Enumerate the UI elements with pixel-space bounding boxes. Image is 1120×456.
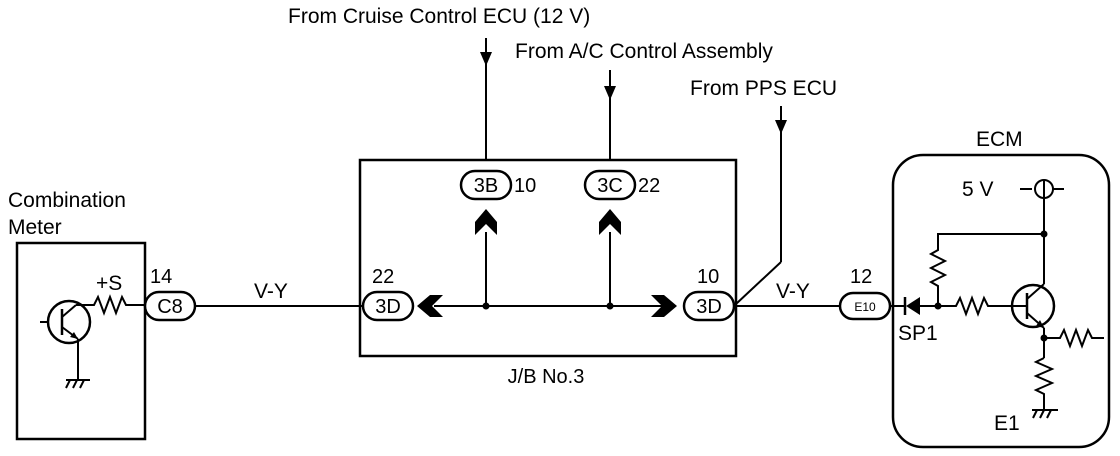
c3c-pin-number: 22 [638,175,660,197]
c3b-connector [459,169,513,201]
wire-color-left: V-Y [254,280,288,303]
from-ac-label: From A/C Control Assembly [515,40,773,63]
e10-connector-id: E10 [854,300,876,314]
c3d-left-pin-number: 22 [372,266,394,288]
ac-input-arrow [604,70,616,160]
cruise-input-arrow [480,38,492,160]
output-resistor-icon [1044,327,1104,349]
five-volt-label: 5 V [962,178,994,201]
combination-meter-title-line2: Meter [8,216,62,239]
from-cruise-label: From Cruise Control ECU (12 V) [288,5,590,28]
e1-label: E1 [994,412,1020,435]
meter-resistor-icon [86,294,145,316]
c3c-connector-id: 3C [597,175,623,197]
splice-dot [482,302,490,310]
sp1-label: SP1 [898,322,938,345]
combination-meter-box [15,241,147,441]
pps-input-arrow [735,106,787,305]
base-resistor-icon [938,295,1012,317]
c3d-right-terminal-icon [651,295,677,317]
ecm-box [891,153,1111,449]
c3d-right-connector-id: 3D [696,296,722,318]
c3b-pin-number: 10 [514,175,536,197]
pullup-resistor-icon [928,233,1044,306]
c3b-connector-id: 3B [474,175,498,197]
c3b-terminal-icon [475,209,497,235]
plus-s-label: +S [96,272,122,295]
c8-connector-id: C8 [157,296,183,318]
meter-transistor-icon [40,299,92,380]
e10-pin-number: 12 [850,266,872,288]
c3d-left-terminal-icon [417,295,443,317]
c3c-terminal-icon [599,209,621,235]
c8-pin-number: 14 [150,266,172,288]
meter-ground-icon [65,379,90,389]
emitter-resistor-icon [1033,357,1055,410]
ecm-ground-icon [1032,409,1058,419]
c3d-left-connector-id: 3D [375,296,401,318]
junction-block-box [358,158,738,358]
five-volt-terminal-icon [1020,179,1064,199]
from-pps-label: From PPS ECU [690,77,837,100]
c3c-connector [583,169,637,201]
jb-label: J/B No.3 [508,366,585,388]
combination-meter-title-line1: Combination [8,189,126,212]
c3d-left-connector [361,290,415,322]
ecm-title: ECM [976,128,1023,151]
wire-color-right: V-Y [776,280,810,303]
splice-dot [606,302,614,310]
ecm-transistor-icon [1010,283,1056,329]
diode-icon [890,297,938,315]
splice-dot [1040,230,1048,238]
c3d-right-pin-number: 10 [697,266,719,288]
